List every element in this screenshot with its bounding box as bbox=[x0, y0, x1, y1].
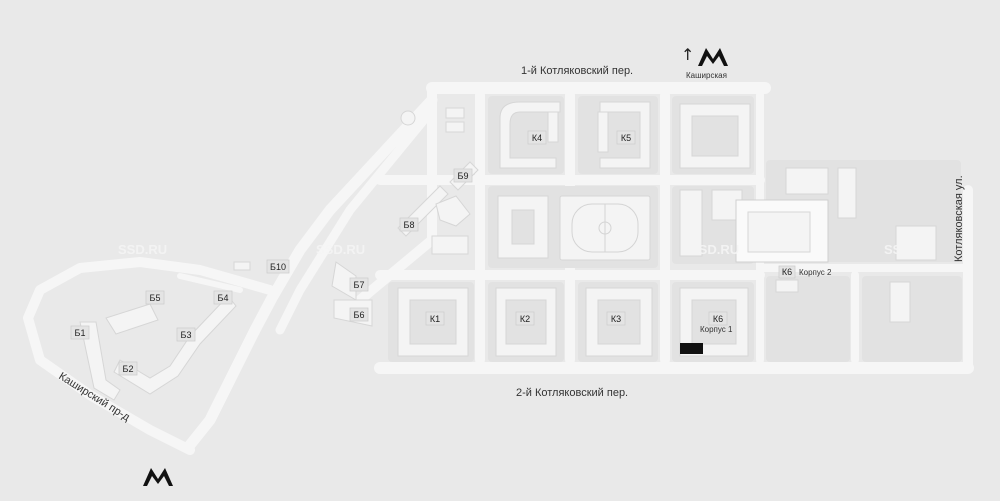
label-b6[interactable]: Б6 bbox=[349, 307, 369, 322]
watermark: SSD.RU bbox=[316, 242, 365, 257]
svg-text:Б6: Б6 bbox=[354, 310, 365, 320]
label-k1[interactable]: К1 bbox=[425, 311, 445, 326]
svg-text:К6: К6 bbox=[713, 314, 723, 324]
svg-text:К5: К5 bbox=[621, 133, 631, 143]
watermark: SSD.RU bbox=[690, 242, 739, 257]
label-k5[interactable]: К5 bbox=[616, 130, 636, 145]
label-k6[interactable]: К6 bbox=[708, 311, 728, 326]
street-label-bottom: 2-й Котляковский пер. bbox=[516, 387, 628, 399]
svg-text:К2: К2 bbox=[520, 314, 530, 324]
label-korpus-1: Корпус 1 bbox=[700, 325, 733, 334]
label-k3[interactable]: К3 bbox=[606, 311, 626, 326]
svg-text:Б10: Б10 bbox=[270, 262, 286, 272]
blocks bbox=[388, 96, 962, 362]
label-b10[interactable]: Б10 bbox=[266, 259, 290, 274]
svg-text:Б1: Б1 bbox=[75, 328, 86, 338]
label-b7[interactable]: Б7 bbox=[349, 277, 369, 292]
metro-icon bbox=[698, 48, 728, 66]
label-b2[interactable]: Б2 bbox=[118, 361, 138, 376]
svg-text:Б2: Б2 bbox=[123, 364, 134, 374]
svg-text:Б9: Б9 bbox=[458, 171, 469, 181]
label-korpus-2: Корпус 2 bbox=[799, 268, 832, 277]
street-label-right: Котляковская ул. bbox=[953, 175, 965, 262]
metro-station-label: Каширская bbox=[686, 71, 727, 80]
label-b3[interactable]: Б3 bbox=[176, 327, 196, 342]
svg-text:К4: К4 bbox=[532, 133, 542, 143]
svg-text:Б7: Б7 bbox=[354, 280, 365, 290]
label-b4[interactable]: Б4 bbox=[213, 290, 233, 305]
label-k6-korpus-2[interactable]: К6 bbox=[778, 265, 796, 279]
metro-icon bbox=[143, 468, 173, 486]
quarter-buildings bbox=[397, 101, 937, 357]
highlighted-section[interactable] bbox=[680, 343, 703, 354]
svg-text:К6: К6 bbox=[782, 267, 792, 277]
street-label-top: 1-й Котляковский пер. bbox=[521, 65, 633, 77]
watermark: SSD.RU bbox=[118, 242, 167, 257]
svg-text:Б3: Б3 bbox=[181, 330, 192, 340]
svg-text:Б4: Б4 bbox=[218, 293, 229, 303]
svg-text:Б8: Б8 bbox=[404, 220, 415, 230]
svg-text:К1: К1 bbox=[430, 314, 440, 324]
label-k2[interactable]: К2 bbox=[515, 311, 535, 326]
label-k4[interactable]: К4 bbox=[527, 130, 547, 145]
svg-text:К3: К3 bbox=[611, 314, 621, 324]
label-b1[interactable]: Б1 bbox=[70, 325, 90, 340]
label-b5[interactable]: Б5 bbox=[145, 290, 165, 305]
watermark: SSD.RU bbox=[884, 242, 933, 257]
arrow-up-icon: ↑ bbox=[681, 45, 694, 64]
label-b8[interactable]: Б8 bbox=[399, 217, 419, 232]
svg-text:Б5: Б5 bbox=[150, 293, 161, 303]
label-b9[interactable]: Б9 bbox=[453, 168, 473, 183]
